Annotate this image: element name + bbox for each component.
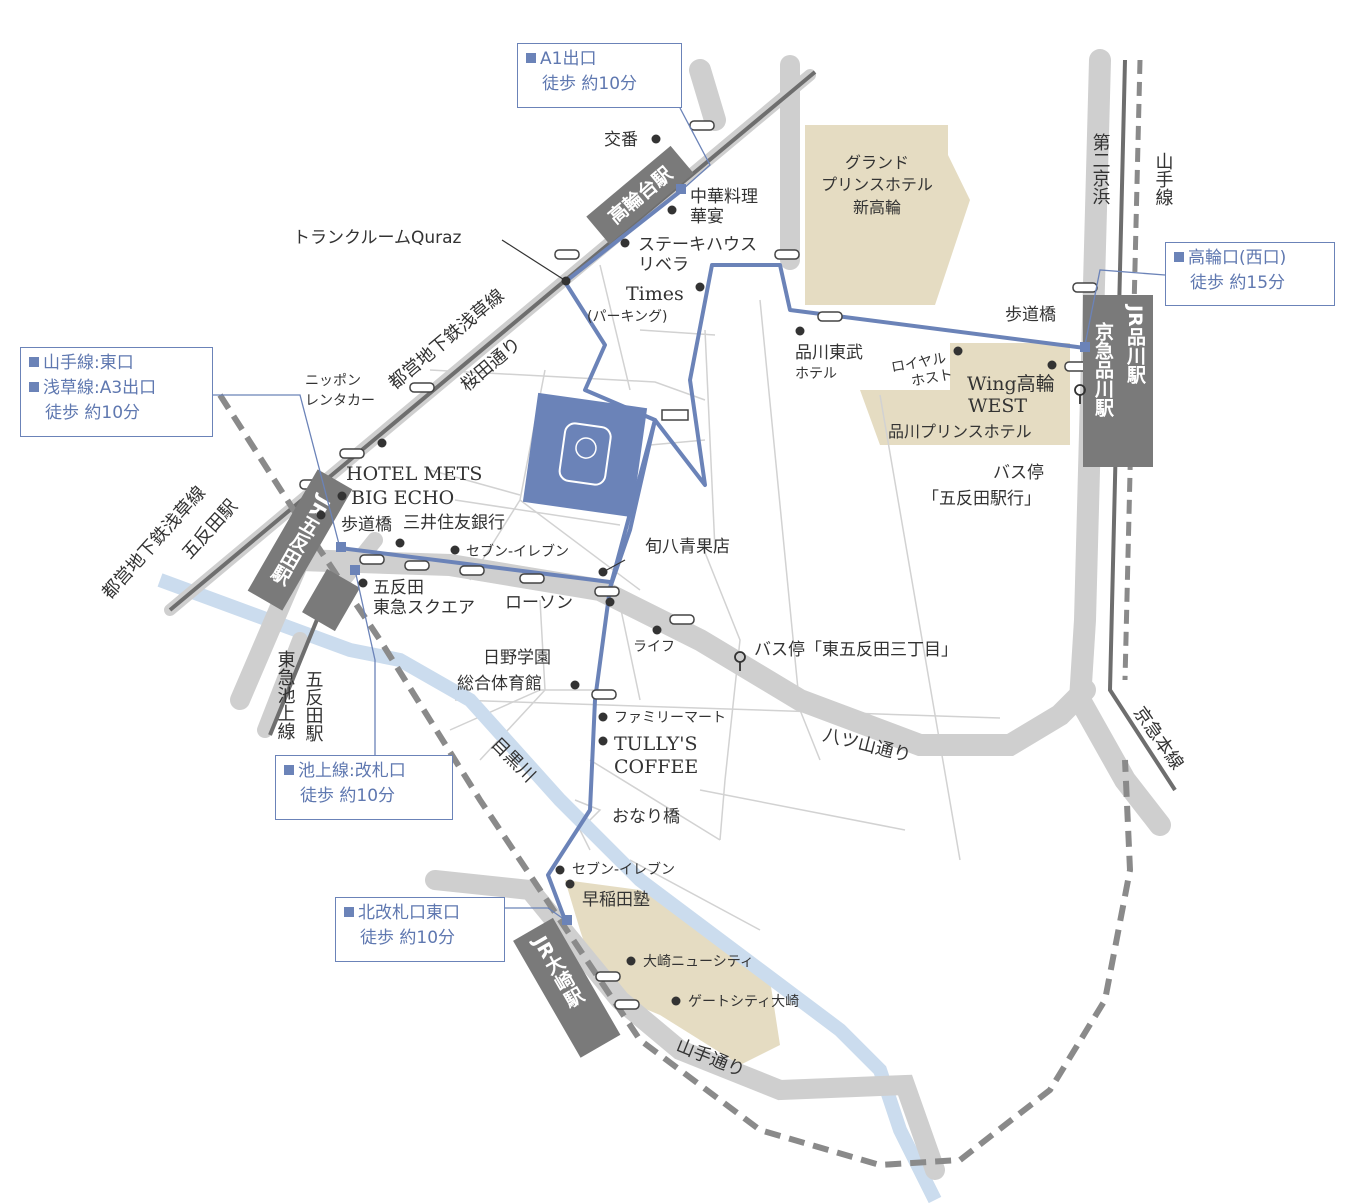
label-tobu-1: 品川東武 xyxy=(795,343,863,363)
label-tullys-1: TULLY'S xyxy=(614,733,698,755)
label-times-1: Times xyxy=(626,283,684,305)
label-trunk: トランクルームQuraz xyxy=(293,228,462,248)
label-hino-2: 総合体育館 xyxy=(457,674,542,694)
callout-leaders xyxy=(212,107,1166,921)
label-yamanote-line: 山手線 xyxy=(1153,152,1174,206)
asakusa-line xyxy=(168,70,817,612)
label-bus-shinagawa-2: 「五反田駅行」 xyxy=(922,489,1041,509)
walking-route-east xyxy=(608,263,1086,589)
osaki-new-city-building xyxy=(565,880,780,1065)
label-royal-2: ホスト xyxy=(910,367,954,390)
walking-route-west xyxy=(339,546,611,584)
station-gotanda-box-lower xyxy=(302,568,360,632)
label-chuka-2: 華宴 xyxy=(690,207,724,227)
label-seven2: セブン-イレブン xyxy=(572,861,675,878)
station-shinagawa-keikyu-label: 京急品川駅 xyxy=(1092,321,1115,418)
venue-crest-icon xyxy=(558,422,612,486)
callout-gotanda-yamanote: 山手線:東口 xyxy=(43,353,134,373)
label-steak-1: ステーキハウス xyxy=(638,235,757,255)
label-bus-shinagawa-1: バス停 xyxy=(993,463,1044,483)
traffic-lights xyxy=(299,120,1098,1010)
station-shinagawa: JR品川駅 京急品川駅 xyxy=(1083,295,1153,467)
label-gotanda-sq-1: 五反田 xyxy=(373,578,424,598)
label-seven1: セブン-イレブン xyxy=(466,543,569,560)
label-daini-keihin: 第二京浜 xyxy=(1090,133,1111,205)
callout-osaki: 北改札口東口 徒歩 約10分 xyxy=(335,897,505,962)
square-icon xyxy=(344,907,354,917)
callout-ikegami: 池上線:改札口 徒歩 約10分 xyxy=(275,755,453,820)
callout-takanawa: 高輪口(西口) 徒歩 約15分 xyxy=(1165,242,1335,306)
station-gotanda-jr: JR五反田駅 xyxy=(247,469,353,611)
callout-osaki-walk: 徒歩 約10分 xyxy=(360,928,456,948)
shinagawa-prince-building xyxy=(860,343,1070,445)
label-family: ファミリーマート xyxy=(614,710,726,726)
station-shinagawa-jr-label: JR品川駅 xyxy=(1124,303,1147,384)
label-wing-2: WEST xyxy=(968,395,1027,417)
label-grand-1: グランド xyxy=(845,153,909,172)
label-tullys-2: COFFEE xyxy=(614,756,698,778)
poi-leaders xyxy=(501,239,626,573)
label-osaki-nc: 大崎ニューシティ xyxy=(643,954,754,970)
label-gatecity: ゲートシティ大崎 xyxy=(688,994,799,1010)
callout-takanawa-walk: 徒歩 約15分 xyxy=(1190,273,1286,293)
label-hino-1: 日野学園 xyxy=(483,648,551,668)
label-hodokyo2: 歩道橋 xyxy=(1005,305,1056,325)
label-wing-1: Wing高輪 xyxy=(967,373,1055,395)
label-tobu-2: ホテル xyxy=(795,366,837,382)
callout-takanawa-exit: 高輪口(西口) xyxy=(1188,248,1287,268)
grand-prince-hotel-building xyxy=(805,125,970,305)
label-big-echo: BIG ECHO xyxy=(351,487,454,509)
label-gotanda-sq-2: 東急スクエア xyxy=(373,598,475,618)
square-icon xyxy=(1174,252,1184,262)
label-waseda: 早稲田塾 xyxy=(582,889,650,910)
label-mitsui: 三井住友銀行 xyxy=(403,513,505,533)
square-icon xyxy=(29,357,39,367)
tokyu-ikegami-line xyxy=(268,599,327,736)
callout-a1: A1出口 徒歩 約10分 xyxy=(517,43,682,108)
label-shunpachi: 旬八青果店 xyxy=(645,537,730,557)
label-life: ライフ xyxy=(633,639,675,655)
label-tokyu-1: 東急池上線 xyxy=(275,650,296,740)
square-icon xyxy=(526,53,536,63)
callout-gotanda-walk: 徒歩 約10分 xyxy=(45,403,141,423)
footbridge-marker xyxy=(661,409,689,421)
label-hodokyo: 歩道橋 xyxy=(341,515,392,535)
label-onari: おなり橋 xyxy=(612,807,680,827)
label-koban: 交番 xyxy=(604,130,638,150)
callout-gotanda-asakusa: 浅草線:A3出口 xyxy=(43,378,157,398)
label-steak-2: リベラ xyxy=(638,255,689,275)
callout-gotanda: 山手線:東口 浅草線:A3出口 徒歩 約10分 xyxy=(20,347,213,437)
label-grand-2: プリンスホテル xyxy=(821,175,933,194)
label-nippon-2: レンタカー xyxy=(305,393,375,409)
label-grand-3: 新高輪 xyxy=(853,198,901,217)
walking-route xyxy=(546,188,684,921)
label-tokyu-2: 五反田駅 xyxy=(303,670,324,743)
bus-stop-icons xyxy=(734,384,1086,671)
label-bus-higashi: バス停「東五反田三丁目」 xyxy=(754,640,958,660)
label-hotel-mets: HOTEL METS xyxy=(346,463,482,485)
callout-a1-exit: A1出口 xyxy=(540,49,597,69)
square-icon xyxy=(284,765,294,775)
square-icon xyxy=(29,382,39,392)
venue xyxy=(522,392,648,518)
label-shinagawa-prince: 品川プリンスホテル xyxy=(888,422,1032,441)
label-lawson: ローソン xyxy=(505,593,573,613)
label-times-2: (パーキング) xyxy=(587,309,668,325)
buildings xyxy=(565,125,1070,1065)
callout-ikegami-exit: 池上線:改札口 xyxy=(298,761,406,781)
callout-osaki-exit: 北改札口東口 xyxy=(358,903,460,923)
callout-a1-walk: 徒歩 約10分 xyxy=(542,74,638,94)
callout-ikegami-walk: 徒歩 約10分 xyxy=(300,786,396,806)
poi-dots xyxy=(316,134,1057,1006)
label-chuka-1: 中華料理 xyxy=(690,187,758,207)
label-nippon-1: ニッポン xyxy=(305,373,361,389)
